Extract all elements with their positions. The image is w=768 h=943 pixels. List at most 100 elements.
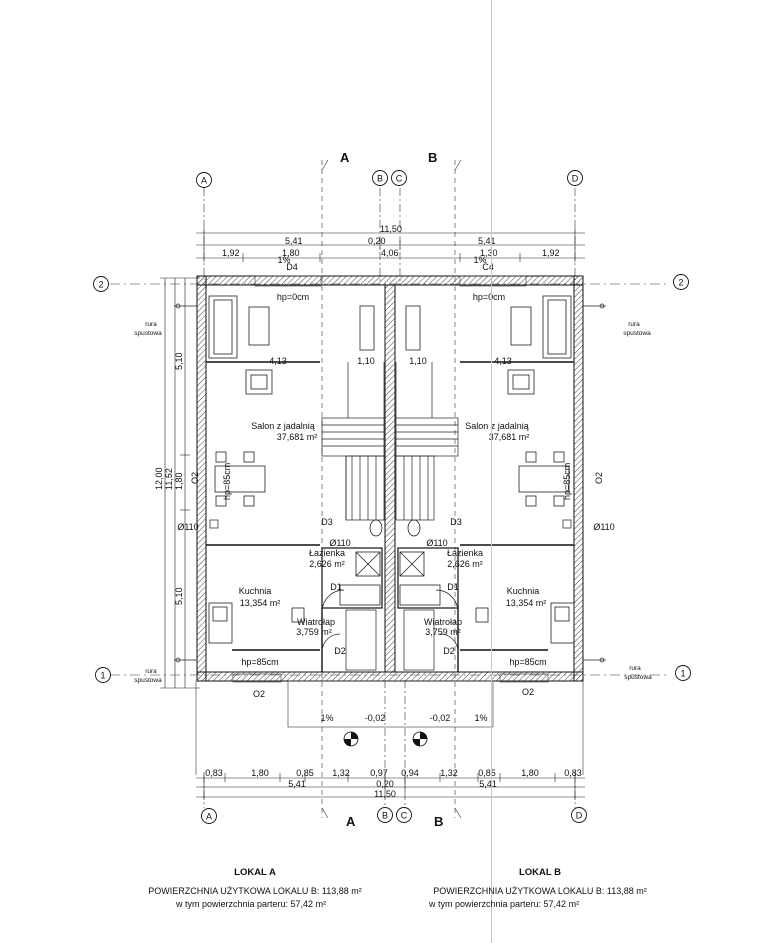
bathroom-fixtures (339, 519, 441, 606)
axis-b-top: B (377, 173, 383, 183)
tag-slope-1b: 1% (473, 255, 486, 265)
dim-bottom-085-a: 0,85 (296, 768, 314, 778)
dim-bottom-083-b: 0,83 (564, 768, 582, 778)
section-a-top: A (340, 150, 350, 165)
room-wiatrolap-b: Wiatrołap (424, 617, 462, 627)
dim-left-1152: 11,52 (164, 468, 174, 490)
room-wiatrolap-b-area: 3,759 m² (425, 627, 461, 637)
drain-label-tl-2: spustowa (134, 330, 162, 337)
dim-inner-413-a: 4,13 (269, 356, 287, 366)
kitchen-counter-b (550, 602, 575, 644)
lokal-b-title: LOKAL B (518, 867, 562, 878)
dim-left-510-bottom: 5,10 (174, 587, 184, 605)
dim-bottom-right-541: 5,41 (479, 779, 497, 789)
building-walls (196, 275, 584, 682)
tag-d1-a: D1 (330, 582, 342, 592)
dim-bottom-132-a: 1,32 (332, 768, 350, 778)
dim-top-left-180: 1,80 (282, 248, 300, 258)
axis-a-bottom-bubble (201, 808, 217, 824)
lokal-a-area-ground: w tym powierzchnia parteru: 57,42 m² (176, 899, 327, 909)
level-markers (343, 731, 428, 747)
dim-inner-110-b: 1,10 (409, 356, 427, 366)
tag-d1-b: D1 (447, 582, 459, 592)
tag-slope-1d: 1% (474, 713, 487, 723)
tag-hp85-d: hp=85cm (562, 463, 572, 500)
tag-hp0-b: hp=0cm (473, 292, 505, 302)
sofa-b (542, 295, 572, 359)
dim-bottom-085-b: 0,85 (478, 768, 496, 778)
axis-2-left-bubble (93, 276, 109, 292)
axis-b-bottom: B (382, 810, 388, 820)
axis-2-right: 2 (678, 277, 683, 287)
section-b-top: B (428, 150, 437, 165)
dim-left-180: 1,80 (174, 472, 184, 490)
tag-c4: C4 (482, 262, 494, 272)
room-salon-b-area: 37,681 m² (489, 432, 530, 442)
axis-c-bottom: C (401, 810, 408, 820)
coffee-table-b (510, 306, 532, 346)
tag-o2-d: O2 (594, 472, 604, 484)
axis-1-right-bubble (675, 665, 691, 681)
room-lazienka-b: Łazienka (447, 548, 483, 558)
dim-top-mid-020: 0,20 (368, 236, 386, 246)
drainpipes (174, 303, 606, 663)
tag-level-a: -0,02 (365, 713, 386, 723)
top-dimension-lines (196, 228, 585, 262)
axis-a-bottom: A (206, 811, 212, 821)
tag-d4: D4 (286, 262, 298, 272)
room-kuchnia-a: Kuchnia (239, 586, 272, 596)
dim-bottom-total: 11,50 (374, 789, 396, 799)
dim-bottom-083-a: 0,83 (205, 768, 223, 778)
tag-hp0-a: hp=0cm (277, 292, 309, 302)
room-salon-a: Salon z jadalnią (251, 421, 315, 431)
room-lazienka-a-area: 2,626 m² (309, 559, 345, 569)
bottom-dimension-lines (196, 772, 585, 800)
dim-bottom-132-b: 1,32 (440, 768, 458, 778)
armchair-a (245, 369, 273, 395)
room-salon-b: Salon z jadalnią (465, 421, 529, 431)
drain-label-br-2: spustowa (624, 674, 652, 681)
dim-left-510-top: 5,10 (174, 352, 184, 370)
terrace-outline (195, 275, 584, 775)
room-lazienka-b-area: 2,626 m² (447, 559, 483, 569)
paper-fold-line (491, 0, 492, 943)
interior-walls (206, 361, 574, 672)
dim-bottom-180-a: 1,80 (251, 768, 269, 778)
dining-table-a (214, 465, 266, 493)
dim-bottom-097: 0,97 (370, 768, 388, 778)
room-kuchnia-a-area: 13,354 m² (240, 598, 281, 608)
dining-table-b (518, 465, 570, 493)
tag-d3-a: D3 (321, 517, 333, 527)
tag-slope-1a: 1% (277, 255, 290, 265)
lokal-b-area-total: POWIERZCHNIA UŻYTKOWA LOKALU B: 113,88 m… (433, 886, 647, 896)
furniture-lokal-b (405, 295, 575, 644)
room-wiatrolap-a-area: 3,759 m² (296, 627, 332, 637)
tag-phi110-c: Ø110 (426, 538, 447, 548)
room-wiatrolap-a: Wiatrołap (297, 617, 335, 627)
sofa-a (208, 295, 238, 359)
axis-b-bottom-bubble (377, 807, 393, 823)
axis-bubbles (93, 170, 691, 824)
lokal-b-area-ground: w tym powierzchnia parteru: 57,42 m² (429, 899, 580, 909)
dim-inner-413-b: 4,13 (494, 356, 512, 366)
tag-d2-b: D2 (443, 646, 455, 656)
axis-1-left-bubble (95, 667, 111, 683)
drain-label-tl-1: rura (145, 321, 157, 328)
axis-2-left: 2 (98, 279, 103, 289)
lokal-a-title: LOKAL A (234, 867, 276, 878)
staircase-a (321, 362, 385, 521)
drain-label-tr-2: spustowa (623, 330, 651, 337)
tag-slope-1c: 1% (320, 713, 333, 723)
axis-d-bottom: D (576, 810, 583, 820)
dim-top-right-130: 1,30 (480, 248, 498, 258)
tag-phi110-a: Ø110 (177, 522, 198, 532)
axis-c-top-bubble (391, 170, 407, 186)
axis-c-top: C (396, 173, 403, 183)
axis-1-left: 1 (100, 670, 105, 680)
tag-phi110-d: Ø110 (593, 522, 614, 532)
tag-o2-b: O2 (522, 687, 534, 697)
section-a-bottom: A (346, 814, 356, 829)
armchair-b (507, 369, 535, 395)
dim-top-mid-406: 4,06 (381, 248, 399, 258)
coffee-table-a (248, 306, 270, 346)
